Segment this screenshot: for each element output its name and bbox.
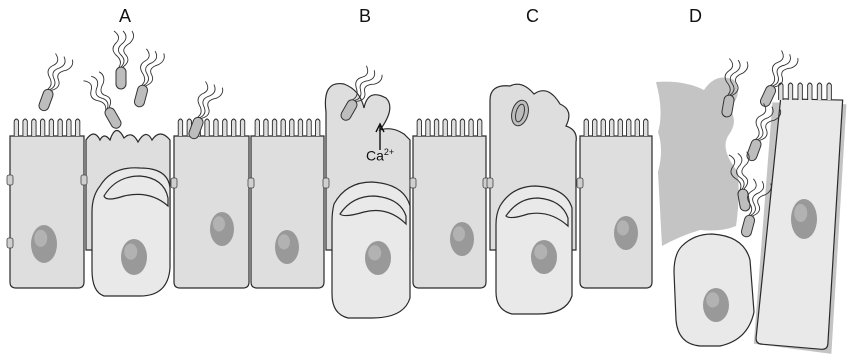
bacterium-a2 — [113, 31, 134, 89]
junction-a3 — [171, 178, 177, 188]
junction-a1b — [7, 238, 13, 248]
panel-label-b: B — [359, 6, 371, 27]
flagellum — [123, 31, 134, 67]
flagellum — [141, 50, 158, 87]
cell-a4 — [251, 136, 324, 288]
bacterium-body — [740, 214, 755, 238]
microvilli-row — [584, 119, 648, 136]
calcium-ion: Ca — [366, 148, 384, 164]
junction-a4 — [248, 178, 254, 188]
bacterium-body — [116, 67, 126, 89]
cell-a3 — [174, 136, 249, 288]
bacterium-body — [746, 138, 763, 162]
bacterium-a1 — [35, 53, 74, 115]
microvilli-row — [14, 119, 80, 136]
nucleus-d2-highlight — [794, 204, 807, 222]
microvilli-row — [178, 119, 245, 136]
microvilli-row — [779, 83, 832, 100]
flagellum — [118, 31, 126, 67]
flagellum — [136, 49, 153, 86]
nucleus-a1-highlight — [34, 230, 47, 247]
cell-c2 — [580, 136, 652, 288]
flagellum — [202, 85, 224, 122]
junction-b1 — [323, 178, 329, 188]
cell-b2 — [413, 136, 486, 288]
junction-a2 — [81, 175, 87, 185]
flagellum — [748, 180, 765, 217]
bacterium-body — [103, 106, 123, 130]
panel-label-a: A — [119, 6, 131, 27]
flagellum — [91, 71, 118, 107]
nucleus-c2-highlight — [617, 220, 629, 235]
bacterium-a3 — [130, 49, 165, 110]
bacterium-body — [38, 88, 55, 112]
bacterium-body — [133, 84, 148, 108]
junction-c1 — [487, 178, 493, 188]
cell-a1 — [10, 136, 84, 288]
junction-b2 — [410, 178, 416, 188]
panel-label-c: C — [526, 6, 539, 27]
panel-label-d: D — [689, 6, 702, 27]
junction-a1 — [7, 175, 13, 185]
nucleus-a4-highlight — [278, 234, 290, 249]
microvilli-row — [417, 119, 482, 136]
bacterium-body — [737, 188, 751, 211]
nucleus-c1-highlight — [534, 244, 547, 259]
nucleus-a2-highlight — [124, 244, 137, 260]
nucleus-d1-highlight — [706, 292, 719, 307]
junction-c2 — [577, 178, 583, 188]
flagellum — [113, 31, 120, 67]
microvilli-row — [255, 119, 320, 136]
nucleus-b1-highlight — [368, 245, 381, 260]
flagellum — [774, 54, 799, 91]
calcium-charge: 2+ — [384, 147, 394, 157]
calcium-label: Ca2+ — [366, 147, 394, 164]
flagellum — [52, 57, 74, 94]
nucleus-b2-highlight — [453, 226, 465, 241]
flagellum — [765, 50, 787, 86]
nucleus-a3-highlight — [213, 216, 225, 231]
